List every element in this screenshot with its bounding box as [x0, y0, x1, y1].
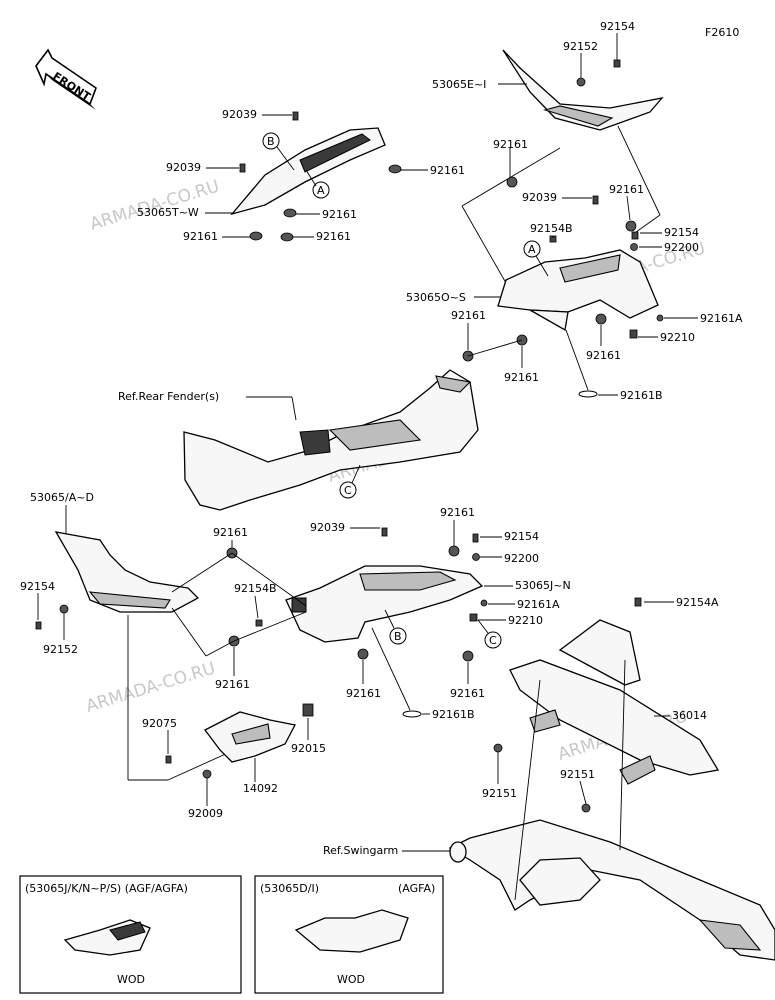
callout-a: A — [312, 181, 330, 199]
chain-cover-36014 — [509, 619, 720, 785]
part-label: 14092 — [243, 782, 278, 795]
seat-cover-upper-right — [502, 49, 664, 131]
part-label: 92009 — [188, 807, 223, 820]
part-label: 92161 — [215, 678, 250, 691]
part-label: 92161 — [450, 687, 485, 700]
callout-c-2: C — [484, 631, 502, 649]
part-label: 92161A — [700, 312, 743, 325]
rear-fender-ref — [183, 369, 479, 511]
part-label: 53065T~W — [137, 206, 199, 219]
washer-92152-top — [576, 77, 586, 87]
callout-c: C — [339, 481, 357, 499]
part-label: 92015 — [291, 742, 326, 755]
part-label: 92161 — [322, 208, 357, 221]
part-label: 92161 — [346, 687, 381, 700]
part-label: 92154 — [600, 20, 635, 33]
part-label: 53065E~I — [432, 78, 486, 91]
side-cover-a-d — [54, 531, 200, 613]
part-label: 92154 — [504, 530, 539, 543]
part-label: 92151 — [560, 768, 595, 781]
part-label: Ref.Rear Fender(s) — [118, 390, 219, 403]
part-label: 53065/A~D — [30, 491, 94, 504]
tail-cover-o-s — [497, 249, 659, 332]
seat-cover-t-w — [230, 127, 386, 216]
svg-text:B: B — [394, 630, 402, 643]
part-label: 53065O~S — [406, 291, 466, 304]
part-label: 92075 — [142, 717, 177, 730]
figure-code: F2610 — [705, 26, 739, 39]
part-label: 92161 — [183, 230, 218, 243]
part-label: 92154 — [664, 226, 699, 239]
part-label: 92161 — [451, 309, 486, 322]
inset-title: (53065D/I) — [260, 882, 319, 895]
part-label: 92210 — [660, 331, 695, 344]
part-label: 92161B — [432, 708, 475, 721]
callout-b-2: B — [389, 627, 407, 645]
inset-right: (53065D/I) (AGFA) WOD — [254, 875, 444, 994]
part-label: 92039 — [166, 161, 201, 174]
inset-caption: WOD — [117, 973, 145, 986]
part-label: 92200 — [504, 552, 539, 565]
part-label: 92161 — [213, 526, 248, 539]
part-label: 92161 — [504, 371, 539, 384]
svg-text:C: C — [489, 634, 497, 647]
inset-left: (53065J/K/N~P/S) (AGF/AGFA) WOD — [19, 875, 242, 994]
watermark: ARMADA-CO.RU — [84, 658, 218, 716]
part-label: 92154 — [20, 580, 55, 593]
svg-text:A: A — [317, 184, 325, 197]
svg-text:B: B — [267, 135, 275, 148]
part-label: 92152 — [43, 643, 78, 656]
part-label: Ref.Swingarm — [323, 844, 398, 857]
part-label: 92154B — [234, 582, 277, 595]
part-label: 92161 — [586, 349, 621, 362]
front-arrow-icon: FRONT — [35, 48, 97, 110]
svg-text:A: A — [528, 243, 536, 256]
part-label: 92161 — [493, 138, 528, 151]
bolt-92154-top — [613, 59, 621, 68]
inset-caption: WOD — [337, 973, 365, 986]
svg-text:C: C — [344, 484, 352, 497]
part-label: 92161 — [430, 164, 465, 177]
part-label: 92210 — [508, 614, 543, 627]
part-label: 92161 — [316, 230, 351, 243]
part-label: 92154B — [530, 222, 573, 235]
part-label: 92039 — [310, 521, 345, 534]
part-label: 92039 — [522, 191, 557, 204]
inset-title: (53065J/K/N~P/S) (AGF/AGFA) — [25, 882, 188, 895]
side-cover-j-n — [285, 565, 484, 643]
part-label: 92161 — [440, 506, 475, 519]
part-label: 36014 — [672, 709, 707, 722]
part-label: 92200 — [664, 241, 699, 254]
callout-b: B — [262, 132, 280, 150]
inset-title: (AGFA) — [398, 882, 435, 895]
callout-a-2: A — [523, 240, 541, 258]
bracket-14092 — [204, 711, 296, 763]
swingarm-ref — [448, 819, 775, 961]
part-label: 92151 — [482, 787, 517, 800]
part-label: 92039 — [222, 108, 257, 121]
part-label: 92161B — [620, 389, 663, 402]
part-label: 92152 — [563, 40, 598, 53]
part-label: 92154A — [676, 596, 719, 609]
part-label: 53065J~N — [515, 579, 571, 592]
part-label: 92161A — [517, 598, 560, 611]
part-label: 92161 — [609, 183, 644, 196]
